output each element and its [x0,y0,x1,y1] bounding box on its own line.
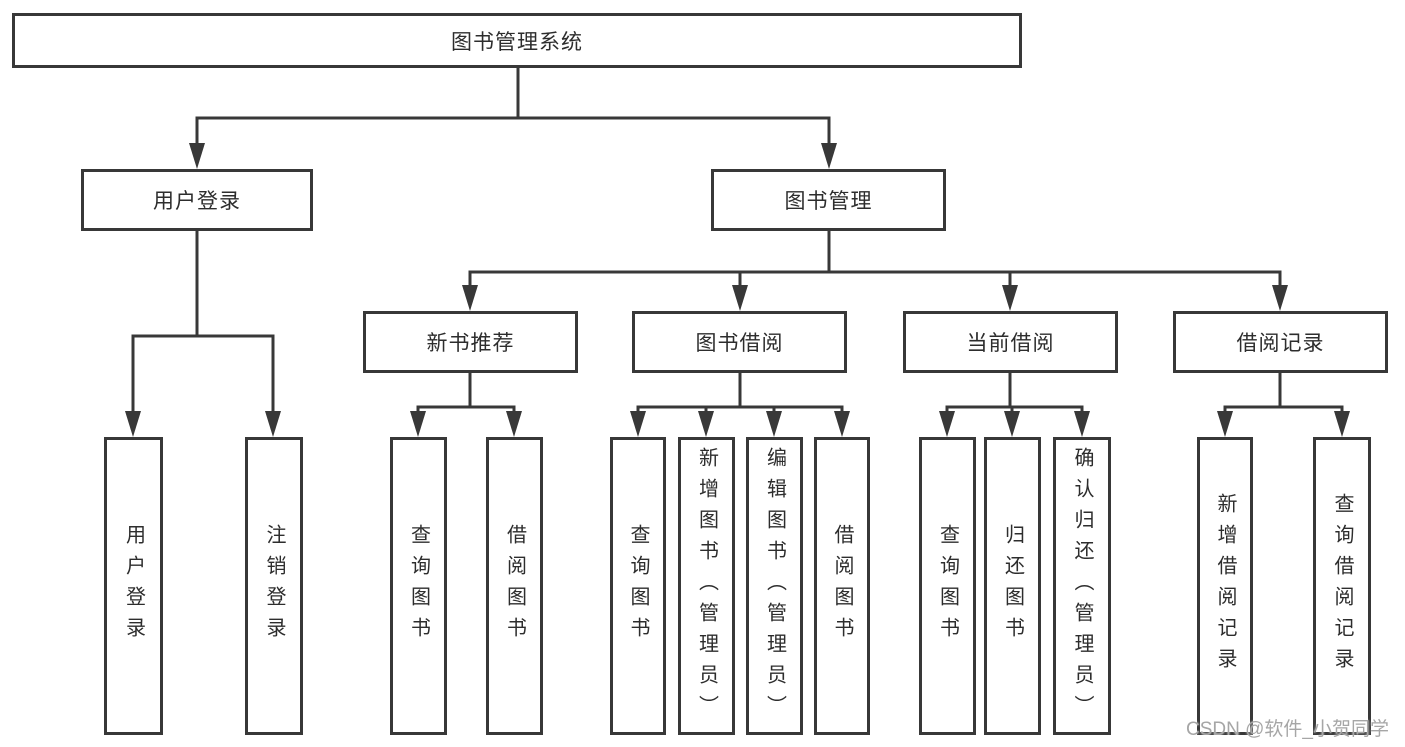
node-book-borrowing: 图书借阅 [632,311,847,373]
leaf-return-books: 归还图书 [984,437,1041,735]
node-book-management-label: 图书管理 [784,190,873,213]
leaf-borrow-books-recommend-label: 借阅图书 [503,524,526,648]
leaf-query-borrow-record-label: 查询借阅记录 [1331,493,1353,679]
csdn-watermark: CSDN @软件_小贺同学 [1186,719,1389,740]
leaf-edit-books-admin: 编辑图书（管理员） [746,437,803,735]
leaf-logout-label: 注销登录 [263,524,285,648]
leaf-user-login-label: 用户登录 [122,524,145,648]
leaf-borrow-books-label: 借阅图书 [831,524,853,648]
leaf-user-login: 用户登录 [104,437,163,735]
leaf-confirm-return-admin-label: 确认归还（管理员） [1071,446,1093,726]
leaf-borrow-books-recommend: 借阅图书 [486,437,543,735]
leaf-query-books-borrowing-label: 查询图书 [627,524,649,648]
node-root-label: 图书管理系统 [451,30,583,54]
leaf-add-borrow-record: 新增借阅记录 [1197,437,1253,735]
node-borrowing-records-label: 借阅记录 [1236,332,1325,355]
leaf-add-books-admin: 新增图书（管理员） [678,437,735,735]
node-current-borrowing-label: 当前借阅 [966,332,1055,355]
node-user-login-label: 用户登录 [153,190,241,213]
leaf-confirm-return-admin: 确认归还（管理员） [1053,437,1111,735]
leaf-logout: 注销登录 [245,437,303,735]
leaf-query-books-recommend-label: 查询图书 [407,524,430,648]
leaf-add-books-admin-label: 新增图书（管理员） [695,446,718,726]
leaf-query-borrow-record: 查询借阅记录 [1313,437,1371,735]
node-root-system: 图书管理系统 [12,13,1022,68]
leaf-add-borrow-record-label: 新增借阅记录 [1214,493,1236,679]
leaf-query-books-recommend: 查询图书 [390,437,447,735]
node-book-borrowing-label: 图书借阅 [695,332,784,355]
leaf-query-books-current: 查询图书 [919,437,976,735]
leaf-edit-books-admin-label: 编辑图书（管理员） [763,446,786,726]
node-current-borrowing: 当前借阅 [903,311,1118,373]
node-user-login: 用户登录 [81,169,313,231]
leaf-return-books-label: 归还图书 [1001,524,1024,648]
leaf-query-books-borrowing: 查询图书 [610,437,666,735]
node-book-management: 图书管理 [711,169,946,231]
leaf-query-books-current-label: 查询图书 [936,524,959,648]
leaf-borrow-books: 借阅图书 [814,437,870,735]
node-new-book-recommend-label: 新书推荐 [426,332,515,355]
node-borrowing-records: 借阅记录 [1173,311,1388,373]
node-new-book-recommend: 新书推荐 [363,311,578,373]
